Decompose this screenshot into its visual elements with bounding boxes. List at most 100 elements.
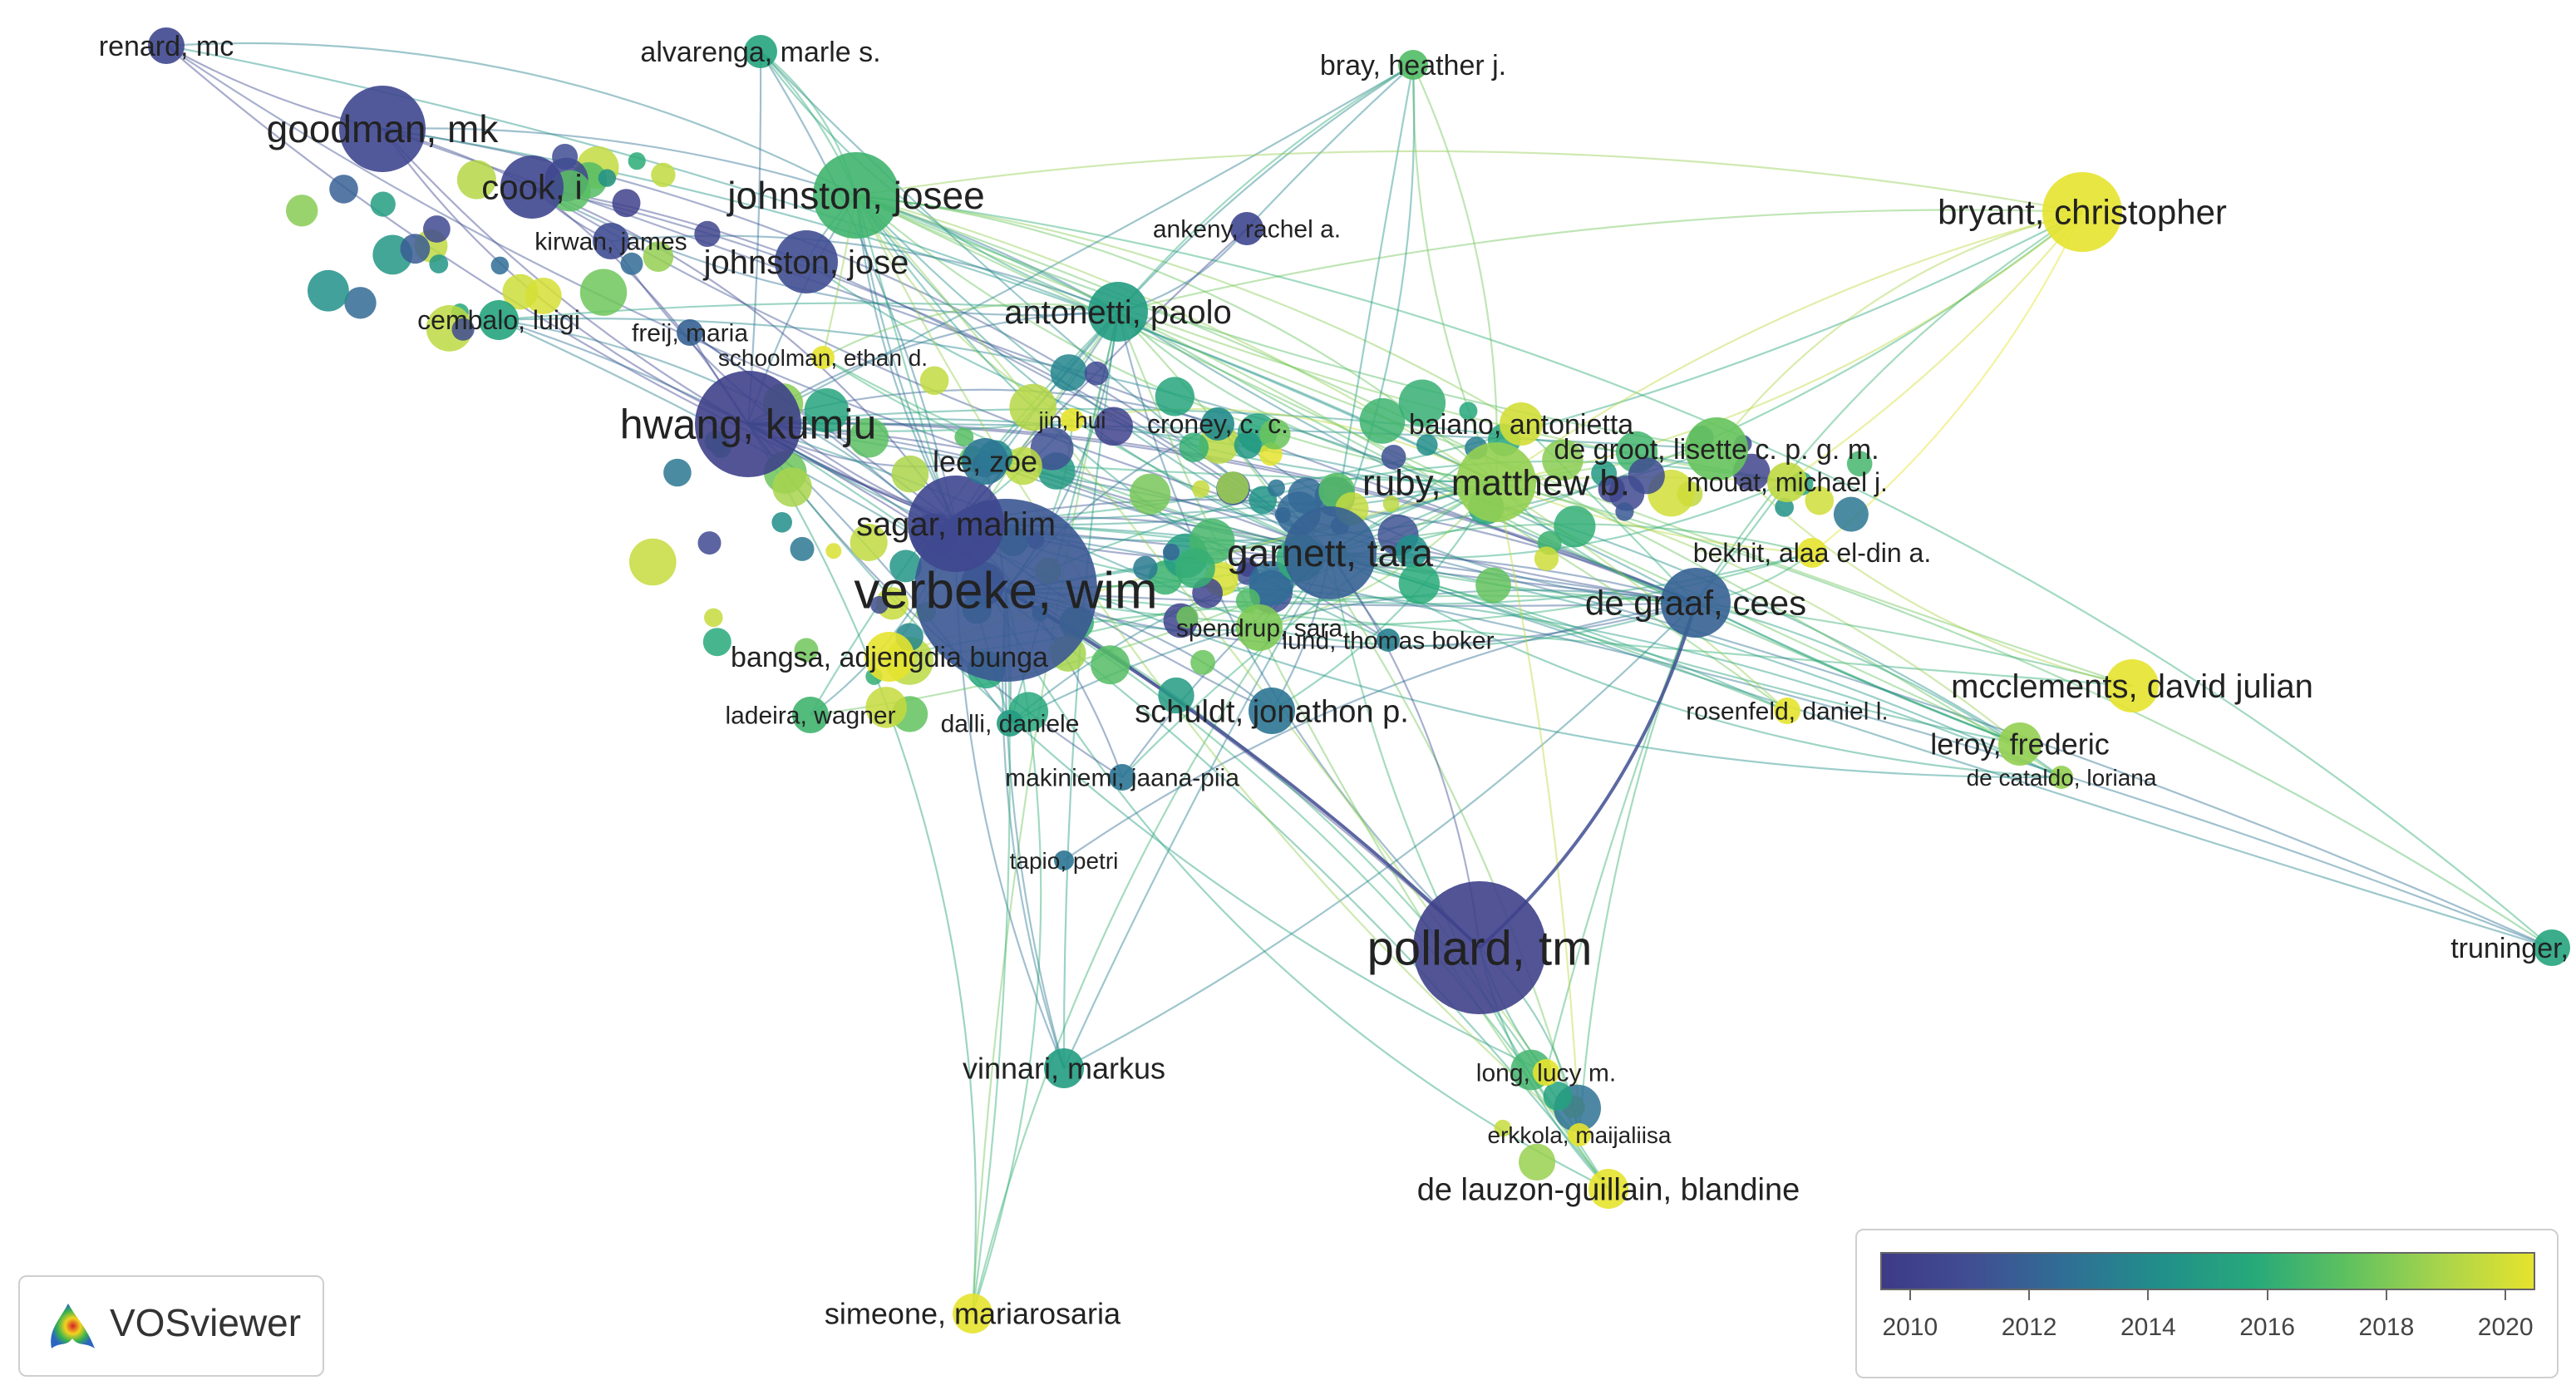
node-jinhui[interactable]	[1061, 408, 1084, 431]
network-node[interactable]	[865, 687, 907, 728]
network-node[interactable]	[1395, 535, 1428, 568]
network-node[interactable]	[1094, 407, 1133, 446]
network-node[interactable]	[1259, 418, 1291, 450]
network-node[interactable]	[1050, 354, 1087, 392]
network-node[interactable]	[1084, 361, 1109, 386]
network-node[interactable]	[891, 455, 929, 493]
node-erkkola[interactable]	[1568, 1123, 1591, 1146]
node-garnett[interactable]	[1283, 506, 1377, 599]
network-node[interactable]	[1416, 434, 1438, 456]
node-ankeny[interactable]	[1230, 212, 1263, 245]
node-makiniemi[interactable]	[1109, 764, 1135, 791]
node-schuldt[interactable]	[1249, 688, 1295, 734]
node-cook[interactable]	[500, 155, 564, 219]
network-node[interactable]	[1190, 649, 1215, 675]
network-node[interactable]	[598, 169, 617, 187]
network-node[interactable]	[663, 458, 692, 487]
network-node[interactable]	[1542, 439, 1584, 481]
network-node[interactable]	[804, 388, 850, 433]
node-degroot[interactable]	[1685, 417, 1748, 481]
network-node[interactable]	[1162, 543, 1180, 561]
network-node[interactable]	[1554, 505, 1596, 548]
network-node[interactable]	[694, 220, 721, 247]
node-cembalo[interactable]	[479, 300, 519, 340]
node-schoolman[interactable]	[811, 346, 835, 369]
node-freij[interactable]	[677, 319, 703, 346]
network-node[interactable]	[1459, 402, 1478, 421]
node-dalli[interactable]	[997, 710, 1023, 737]
network-node[interactable]	[525, 278, 562, 314]
network-node[interactable]	[429, 254, 449, 274]
node-delauzon[interactable]	[1588, 1169, 1628, 1209]
network-node[interactable]	[1158, 677, 1194, 714]
network-node[interactable]	[1615, 502, 1634, 521]
network-node[interactable]	[870, 595, 889, 614]
node-lund[interactable]	[1377, 628, 1400, 652]
network-node[interactable]	[1475, 567, 1511, 604]
node-renard[interactable]	[148, 27, 185, 64]
network-node[interactable]	[344, 287, 377, 319]
network-node[interactable]	[794, 638, 819, 663]
network-node[interactable]	[1030, 426, 1074, 471]
network-node[interactable]	[628, 152, 646, 170]
network-node[interactable]	[1274, 506, 1292, 524]
network-node[interactable]	[1543, 1082, 1573, 1111]
network-node[interactable]	[286, 195, 318, 227]
network-node[interactable]	[772, 467, 812, 507]
node-johnstonjose[interactable]	[775, 230, 838, 293]
node-kirwan[interactable]	[593, 223, 629, 259]
network-node[interactable]	[329, 175, 358, 204]
network-node[interactable]	[1628, 457, 1665, 495]
network-node[interactable]	[579, 269, 628, 316]
node-ladeira[interactable]	[792, 697, 829, 733]
network-node[interactable]	[1598, 476, 1625, 503]
node-sagar[interactable]	[908, 476, 1004, 572]
network-node[interactable]	[1534, 546, 1559, 571]
network-node[interactable]	[1192, 480, 1210, 498]
network-node[interactable]	[1382, 495, 1400, 512]
network-node[interactable]	[400, 234, 431, 264]
node-baiano[interactable]	[1500, 402, 1543, 446]
network-node[interactable]	[490, 256, 510, 275]
network-node[interactable]	[1519, 1143, 1556, 1181]
network-node[interactable]	[1130, 473, 1171, 515]
network-node[interactable]	[1833, 496, 1869, 532]
network-node[interactable]	[1179, 432, 1209, 462]
node-bangsa[interactable]	[864, 632, 914, 682]
network-node[interactable]	[1398, 379, 1446, 426]
network-node[interactable]	[1805, 486, 1835, 515]
network-node[interactable]	[308, 269, 349, 312]
node-hwang[interactable]	[695, 371, 801, 477]
network-node[interactable]	[612, 189, 641, 218]
node-decataldo[interactable]	[2050, 766, 2073, 789]
network-node[interactable]	[1398, 563, 1441, 604]
node-vinnari[interactable]	[1044, 1048, 1084, 1088]
network-node[interactable]	[1268, 479, 1285, 497]
network-node[interactable]	[423, 215, 451, 243]
network-node[interactable]	[1381, 445, 1406, 470]
network-node[interactable]	[889, 550, 923, 583]
network-node[interactable]	[1155, 377, 1194, 417]
network-node[interactable]	[1494, 1119, 1512, 1137]
node-croney[interactable]	[1201, 407, 1234, 441]
node-antonetti[interactable]	[1088, 282, 1148, 342]
node-lee[interactable]	[962, 438, 1008, 485]
node-degraaf[interactable]	[1661, 568, 1731, 638]
network-node[interactable]	[1176, 606, 1199, 628]
node-mcclements[interactable]	[2106, 659, 2159, 712]
node-goodman[interactable]	[339, 86, 426, 172]
network-node[interactable]	[620, 252, 643, 275]
node-spendrup[interactable]	[1236, 604, 1283, 651]
node-truninger[interactable]	[2534, 929, 2570, 966]
network-node[interactable]	[1359, 397, 1406, 444]
network-node[interactable]	[825, 543, 842, 559]
network-node[interactable]	[1175, 548, 1215, 589]
node-tapio[interactable]	[1054, 850, 1074, 870]
node-bekhit[interactable]	[1797, 538, 1827, 568]
network-node[interactable]	[704, 608, 723, 628]
network-node[interactable]	[919, 366, 949, 396]
node-long[interactable]	[1533, 1059, 1559, 1086]
node-leroy[interactable]	[1998, 722, 2042, 766]
network-node[interactable]	[552, 144, 579, 170]
